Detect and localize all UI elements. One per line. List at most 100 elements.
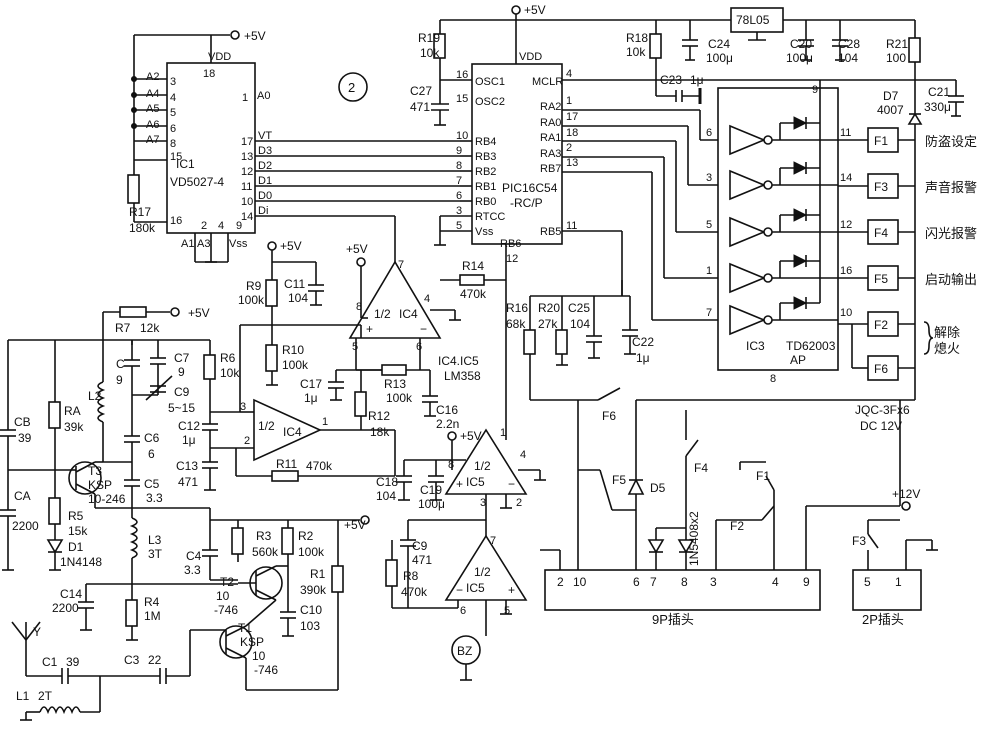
svg-text:RA0: RA0 — [540, 117, 561, 129]
svg-text:C14: C14 — [60, 587, 82, 601]
plus12-label: +12V — [892, 487, 920, 501]
svg-text:68k: 68k — [506, 317, 526, 331]
svg-text:15: 15 — [170, 151, 182, 163]
svg-text:9: 9 — [178, 365, 185, 379]
ic3-block: 9 8 IC3 TD62003 AP 6 3 5 1 7 11 14 12 16… — [706, 84, 852, 385]
function-sound-alarm: 声音报警 — [925, 180, 977, 195]
svg-text:3.3: 3.3 — [184, 563, 201, 577]
ic1-name: IC1 — [176, 157, 195, 171]
svg-text:RTCC: RTCC — [475, 211, 505, 223]
svg-text:4: 4 — [566, 68, 572, 80]
svg-text:A3: A3 — [197, 238, 210, 250]
relay-note-2: DC 12V — [860, 419, 902, 433]
svg-text:104: 104 — [570, 317, 590, 331]
svg-text:6: 6 — [456, 190, 462, 202]
svg-text:100μ: 100μ — [706, 51, 733, 65]
svg-text:R8: R8 — [403, 569, 419, 583]
svg-text:16: 16 — [456, 69, 468, 81]
ic1-pin18: 18 — [203, 68, 215, 80]
svg-text:C18: C18 — [376, 475, 398, 489]
ic1-plus5: +5V — [244, 29, 266, 43]
svg-text:R17: R17 — [129, 205, 151, 219]
svg-text:RA2: RA2 — [540, 101, 561, 113]
svg-text:6: 6 — [706, 127, 712, 139]
svg-text:C27: C27 — [410, 84, 432, 98]
svg-text:A4: A4 — [146, 88, 159, 100]
svg-text:7: 7 — [490, 535, 496, 547]
connector-2p — [852, 569, 922, 611]
svg-text:RA: RA — [64, 404, 81, 418]
svg-text:R11: R11 — [276, 457, 297, 471]
regulator-label: 78L05 — [736, 13, 770, 27]
svg-text:F5: F5 — [612, 473, 626, 487]
figure-number: 2 — [348, 80, 355, 95]
svg-text:560k: 560k — [252, 545, 279, 559]
svg-text:R16: R16 — [506, 301, 528, 315]
svg-text:L3: L3 — [148, 533, 162, 547]
svg-text:D7: D7 — [883, 89, 899, 103]
svg-text:F3: F3 — [852, 534, 866, 548]
svg-text:2: 2 — [557, 575, 564, 589]
svg-text:2: 2 — [516, 497, 522, 509]
svg-text:R2: R2 — [298, 529, 314, 543]
svg-text:1/2: 1/2 — [258, 419, 275, 433]
connector-9p-label: 9P插头 — [652, 612, 694, 627]
function-anti-theft: 防盗设定 — [925, 134, 977, 149]
svg-text:IC4.IC5: IC4.IC5 — [438, 354, 479, 368]
svg-text:10: 10 — [573, 575, 587, 589]
svg-text:R10: R10 — [282, 343, 304, 357]
svg-text:8: 8 — [170, 138, 176, 150]
svg-text:5: 5 — [706, 219, 712, 231]
svg-text:F6: F6 — [602, 409, 616, 423]
svg-text:10: 10 — [456, 130, 468, 142]
svg-text:12: 12 — [840, 219, 852, 231]
svg-text:14: 14 — [241, 211, 253, 223]
function-flameout: 熄火 — [934, 341, 960, 356]
ic3-buffer-5 — [729, 304, 767, 336]
svg-text:1μ: 1μ — [636, 351, 650, 365]
svg-text:A6: A6 — [146, 119, 159, 131]
svg-text:15: 15 — [456, 93, 468, 105]
svg-text:D3: D3 — [258, 145, 272, 157]
svg-text:100μ: 100μ — [786, 51, 813, 65]
svg-text:16: 16 — [840, 265, 852, 277]
svg-text:7: 7 — [456, 175, 462, 187]
svg-text:1/2: 1/2 — [374, 307, 391, 321]
svg-text:F5: F5 — [874, 272, 888, 286]
svg-text:C10: C10 — [300, 603, 322, 617]
svg-text:R14: R14 — [462, 259, 484, 273]
svg-text:C7: C7 — [174, 351, 190, 365]
ic1-block: IC1 VD5027-4 VDD 18 +5V A2 A4 A5 A6 A7 3… — [127, 29, 460, 263]
svg-text:RB0: RB0 — [475, 196, 496, 208]
svg-text:C25: C25 — [568, 301, 590, 315]
relay-f5 — [867, 265, 899, 291]
svg-text:39: 39 — [18, 431, 32, 445]
svg-text:LM358: LM358 — [444, 369, 481, 383]
svg-text:R12: R12 — [368, 409, 390, 423]
svg-text:-746: -746 — [254, 663, 278, 677]
svg-text:100μ: 100μ — [418, 497, 445, 511]
ic3-inverter-bubble — [763, 315, 773, 325]
svg-text:C24: C24 — [708, 37, 730, 51]
svg-text:−: − — [456, 583, 463, 597]
svg-text:10: 10 — [216, 589, 230, 603]
svg-text:F2: F2 — [874, 318, 888, 332]
svg-text:5: 5 — [352, 341, 358, 353]
svg-text:RB7: RB7 — [540, 163, 561, 175]
svg-text:1/2: 1/2 — [474, 565, 491, 579]
svg-text:CA: CA — [14, 489, 31, 503]
svg-text:10: 10 — [241, 196, 253, 208]
svg-text:R9: R9 — [246, 279, 262, 293]
ic1-left-pins: A2 A4 A5 A6 A7 3 4 5 6 8 15 16 R17 180 — [127, 71, 182, 235]
svg-text:12: 12 — [506, 253, 518, 265]
svg-text:1: 1 — [706, 265, 712, 277]
svg-text:104: 104 — [288, 291, 308, 305]
svg-text:RB6: RB6 — [500, 238, 521, 250]
svg-text:4007: 4007 — [877, 103, 904, 117]
rf-section: +5V R7 12k CB 39 CA 2200 RA 39k L2 C 9 C… — [0, 306, 370, 721]
relay-coils: F1 F3 F4 F5 F2 F6 防盗设定 声音报警 闪光报警 启动输出 解除… — [838, 127, 977, 433]
svg-text:3.3: 3.3 — [146, 491, 163, 505]
svg-text:2200: 2200 — [52, 601, 79, 615]
svg-text:RB4: RB4 — [475, 136, 496, 148]
